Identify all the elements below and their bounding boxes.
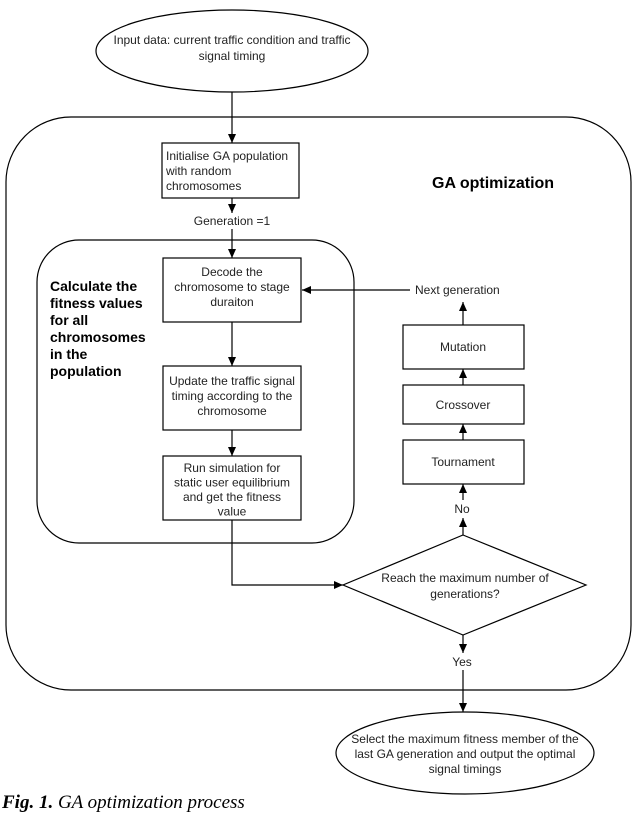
tournament-text: Tournament [431, 455, 495, 469]
text-line: Update the traffic signal [169, 374, 295, 388]
text-line: with random [165, 164, 231, 178]
figure-caption: Fig. 1. GA optimization process [2, 792, 245, 814]
ga-optimization-label: GA optimization [432, 175, 554, 192]
text-line: Decode the [201, 265, 263, 279]
text-line: Calculate the [50, 278, 137, 294]
text-line: Mutation [440, 340, 486, 354]
text-line: duraiton [210, 295, 253, 309]
text-line: in the [50, 346, 88, 362]
text-line: last GA generation and output the optima… [355, 747, 576, 761]
figure-caption-text: GA optimization process [57, 792, 245, 813]
text-line: chromosome [197, 404, 267, 418]
crossover-text: Crossover [436, 398, 491, 412]
text-line: signal timings [429, 762, 502, 776]
text-line: fitness values [50, 295, 143, 311]
mutation-box [402, 324, 525, 370]
text-line: for all [50, 312, 88, 328]
text-line: timing according to the [172, 389, 293, 403]
text-line: Crossover [436, 398, 491, 412]
generation-label: Generation =1 [194, 214, 271, 228]
output-ellipse [335, 711, 595, 795]
mutation-text: Mutation [440, 340, 486, 354]
output-text: Select the maximum fitness member of the… [351, 732, 579, 776]
input-text: Input data: current traffic condition an… [113, 33, 350, 63]
arrow-simulate-to-decision [231, 520, 343, 589]
init-population-box [161, 142, 300, 199]
text-line: generations? [430, 587, 500, 601]
text-line: Select the maximum fitness member of the [351, 732, 579, 746]
text-line: static user equilibrium [174, 476, 290, 490]
text-line: chromosomes [166, 179, 241, 193]
no-label: No [454, 502, 470, 516]
text-line: Tournament [431, 455, 495, 469]
text-line: Input data: current traffic condition an… [113, 33, 350, 47]
figure-number: Fig. 1. [2, 792, 54, 813]
text-line: value [218, 505, 247, 519]
text-line: signal timing [199, 49, 266, 63]
decode-box [162, 257, 302, 323]
text-line: Reach the maximum number of [381, 571, 549, 585]
yes-label: Yes [452, 655, 472, 669]
decision-text: Reach the maximum number of generations? [381, 571, 549, 601]
next-generation-label: Next generation [415, 283, 500, 297]
text-line: population [50, 363, 122, 379]
run-simulation-box [162, 455, 302, 521]
crossover-box [402, 384, 525, 425]
text-line: Run simulation for [184, 461, 281, 475]
text-line: Initialise GA population [166, 149, 288, 163]
text-line: chromosome to stage [174, 280, 290, 294]
tournament-box [402, 439, 525, 485]
update-timing-box [162, 365, 302, 431]
text-line: chromosomes [50, 329, 146, 345]
text-line: and get the fitness [183, 490, 281, 504]
connectors [228, 92, 467, 712]
input-ellipse [95, 9, 369, 93]
decision-diamond [341, 534, 588, 636]
